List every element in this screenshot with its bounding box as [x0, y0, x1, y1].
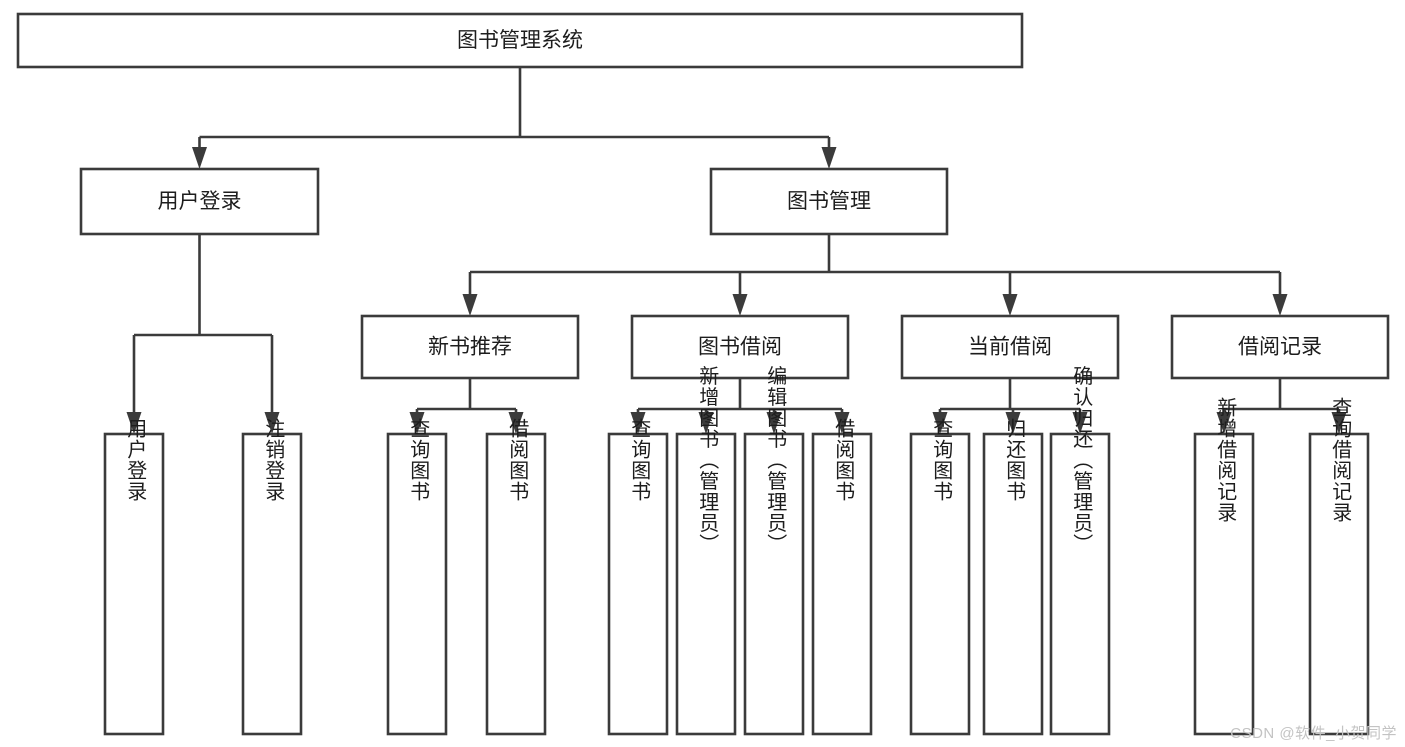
node-box	[982, 432, 1044, 736]
node-label: 借阅图书	[506, 418, 529, 502]
node-label: 当前借阅	[968, 336, 1052, 359]
arrow-head-icon	[1002, 294, 1018, 316]
arrow-head-icon	[1331, 412, 1347, 434]
node-new-book-rec[interactable]: 新书推荐	[360, 314, 580, 380]
node-book-manage[interactable]: 图书管理	[709, 167, 949, 236]
node-label: 归还图书	[1003, 418, 1026, 502]
node-label: 查询图书	[407, 418, 430, 502]
node-leaf-confirm-return-admin[interactable]: 确认归还（管理员）	[1049, 365, 1111, 736]
node-box	[675, 432, 737, 736]
node-box	[241, 432, 303, 736]
node-leaf-query-book-borrow[interactable]: 查询图书	[607, 418, 669, 736]
arrow-head-icon	[732, 294, 748, 316]
arrow-head-icon	[630, 412, 646, 434]
node-layer: 图书管理系统用户登录图书管理新书推荐图书借阅当前借阅借阅记录用户登录注销登录查询…	[16, 12, 1390, 736]
node-box	[1193, 432, 1255, 736]
node-leaf-query-book-current[interactable]: 查询图书	[909, 418, 971, 736]
arrow-head-icon	[821, 147, 837, 169]
node-label: 用户登录	[124, 418, 147, 502]
node-label: 新增借阅记录	[1214, 397, 1237, 523]
node-box	[909, 432, 971, 736]
arrow-head-icon	[1005, 412, 1021, 434]
node-borrow-record[interactable]: 借阅记录	[1170, 314, 1390, 380]
node-box	[1308, 432, 1370, 736]
node-box	[607, 432, 669, 736]
node-box	[743, 432, 805, 736]
arrow-head-icon	[1272, 294, 1288, 316]
node-label: 查询图书	[930, 418, 953, 502]
arrow-head-icon	[766, 412, 782, 434]
node-current-borrow[interactable]: 当前借阅	[900, 314, 1120, 380]
node-box	[79, 167, 320, 236]
node-label: 图书借阅	[698, 336, 782, 359]
node-box	[900, 314, 1120, 380]
arrow-head-icon	[698, 412, 714, 434]
arrow-head-icon	[126, 412, 142, 434]
node-label: 借阅记录	[1238, 336, 1322, 359]
node-label: 新增图书（管理员）	[696, 365, 719, 554]
node-leaf-return-book[interactable]: 归还图书	[982, 418, 1044, 736]
node-label: 确认归还（管理员）	[1070, 365, 1093, 554]
node-box	[1170, 314, 1390, 380]
node-root-system[interactable]: 图书管理系统	[16, 12, 1024, 69]
node-leaf-add-borrow-record[interactable]: 新增借阅记录	[1193, 397, 1255, 736]
node-box	[630, 314, 850, 380]
node-user-login[interactable]: 用户登录	[79, 167, 320, 236]
node-leaf-borrow-book[interactable]: 借阅图书	[811, 418, 873, 736]
arrow-head-icon	[264, 412, 280, 434]
node-label: 图书管理系统	[457, 29, 583, 52]
node-label: 注销登录	[262, 418, 285, 502]
node-label: 新书推荐	[428, 336, 512, 359]
node-box	[709, 167, 949, 236]
node-leaf-query-book-rec[interactable]: 查询图书	[386, 418, 448, 736]
arrow-head-icon	[409, 412, 425, 434]
node-box	[485, 432, 547, 736]
arrow-head-icon	[1216, 412, 1232, 434]
node-leaf-edit-book-admin[interactable]: 编辑图书（管理员）	[743, 365, 805, 736]
node-leaf-add-book-admin[interactable]: 新增图书（管理员）	[675, 365, 737, 736]
node-label: 查询借阅记录	[1329, 397, 1352, 523]
node-box	[103, 432, 165, 736]
node-box	[1049, 432, 1111, 736]
node-box	[811, 432, 873, 736]
connector-layer	[126, 67, 1347, 434]
arrow-head-icon	[834, 412, 850, 434]
node-label: 查询图书	[628, 418, 651, 502]
arrow-head-icon	[1072, 412, 1088, 434]
node-book-borrow[interactable]: 图书借阅	[630, 314, 850, 380]
node-leaf-borrow-book-rec[interactable]: 借阅图书	[485, 418, 547, 736]
node-leaf-user-logout[interactable]: 注销登录	[241, 418, 303, 736]
node-label: 编辑图书（管理员）	[764, 365, 787, 554]
watermark-text: CSDN @软件_小贺同学	[1230, 725, 1397, 742]
node-label: 图书管理	[787, 190, 871, 213]
node-leaf-query-borrow-record[interactable]: 查询借阅记录	[1308, 397, 1370, 736]
node-box	[360, 314, 580, 380]
node-leaf-user-login[interactable]: 用户登录	[103, 418, 165, 736]
node-label: 用户登录	[158, 190, 242, 213]
node-label: 借阅图书	[832, 418, 855, 502]
arrow-head-icon	[932, 412, 948, 434]
node-box	[386, 432, 448, 736]
node-box	[16, 12, 1024, 69]
arrow-head-icon	[462, 294, 478, 316]
arrow-head-icon	[508, 412, 524, 434]
arrow-head-icon	[192, 147, 207, 169]
